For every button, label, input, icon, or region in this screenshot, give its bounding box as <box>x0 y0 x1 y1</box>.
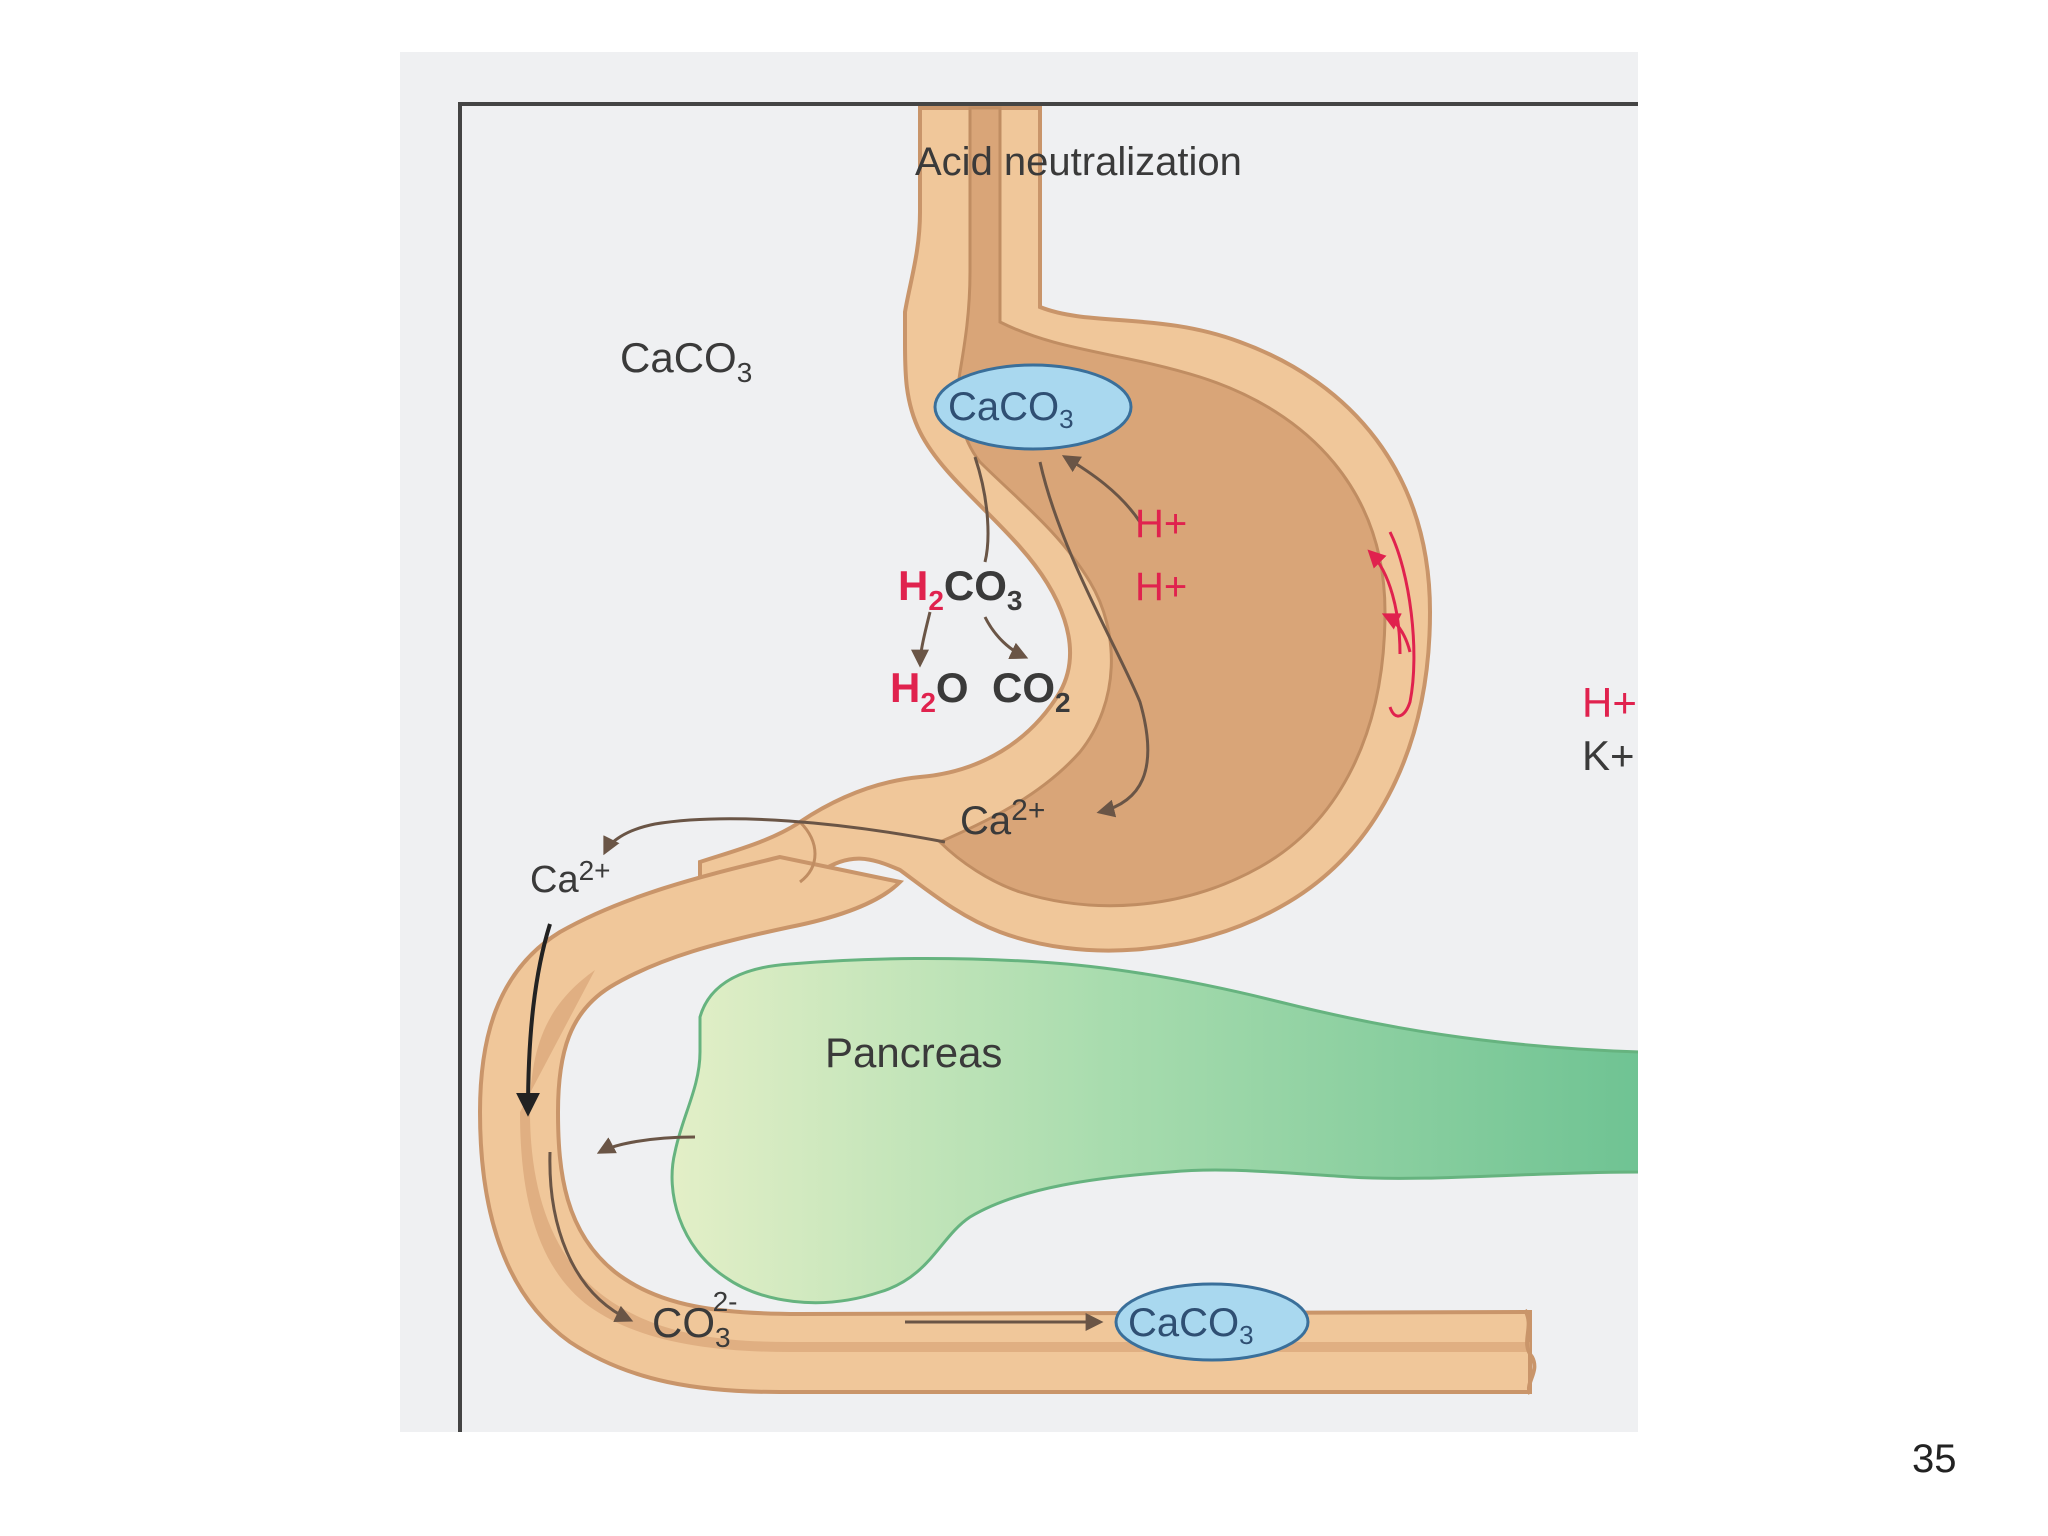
arrow-h-in-1 <box>1367 549 1402 655</box>
label-h-right: H+ <box>1582 679 1637 726</box>
diagram-title: Acid neutralization <box>915 140 1242 184</box>
arrow-pancreas-to-duodenum <box>596 1135 696 1154</box>
arrow-h2co3-to-h2o <box>911 611 932 668</box>
label-k-right: K+ <box>1582 732 1635 779</box>
arrow-stomach-to-ca <box>1038 461 1150 818</box>
stomach-inner <box>937 106 1387 908</box>
intestine-end <box>1523 1308 1537 1395</box>
pancreas-shape <box>670 956 1640 1305</box>
figure-right-edge <box>1638 52 1640 1432</box>
label-ca-duodenum: Ca2+ <box>530 855 611 901</box>
arrow-duodenum-to-co3 <box>548 1151 634 1323</box>
label-co3: CO32- <box>652 1286 737 1353</box>
tablet-intestine <box>1114 1282 1310 1362</box>
label-co2: CO2 <box>992 664 1071 718</box>
label-h2co3: H2CO3 <box>898 562 1023 616</box>
label-h-plus-1: H+ <box>1135 502 1187 546</box>
label-caco3-intestine: CaCO3 <box>1128 1301 1254 1350</box>
tablet-stomach <box>933 363 1133 451</box>
duodenum-outer <box>477 854 1532 1394</box>
label-caco3-stomach: CaCO3 <box>948 385 1074 434</box>
label-h2o: H2O <box>890 664 969 718</box>
label-ca-stomach: Ca2+ <box>960 794 1045 843</box>
arrow-duodenum-down <box>516 923 552 1117</box>
label-caco3-outside: CaCO3 <box>620 334 752 388</box>
arrow-ca-to-duodenum <box>603 817 946 856</box>
arrow-caco3-to-h2co3 <box>973 456 990 563</box>
acid-neutralization-diagram: Acid neutralization CaCO3 CaCO3 H+ H+ H2… <box>400 52 1640 1432</box>
page-number: 35 <box>1912 1437 1957 1481</box>
arrow-h-in-2 <box>1381 613 1412 653</box>
arrow-h2co3-to-co2 <box>983 616 1029 660</box>
gastric-gland <box>1388 531 1416 718</box>
label-pancreas: Pancreas <box>825 1029 1002 1076</box>
pylorus <box>798 820 817 884</box>
label-h-plus-2: H+ <box>1135 565 1187 609</box>
arrow-h-to-caco3 <box>1061 455 1142 523</box>
